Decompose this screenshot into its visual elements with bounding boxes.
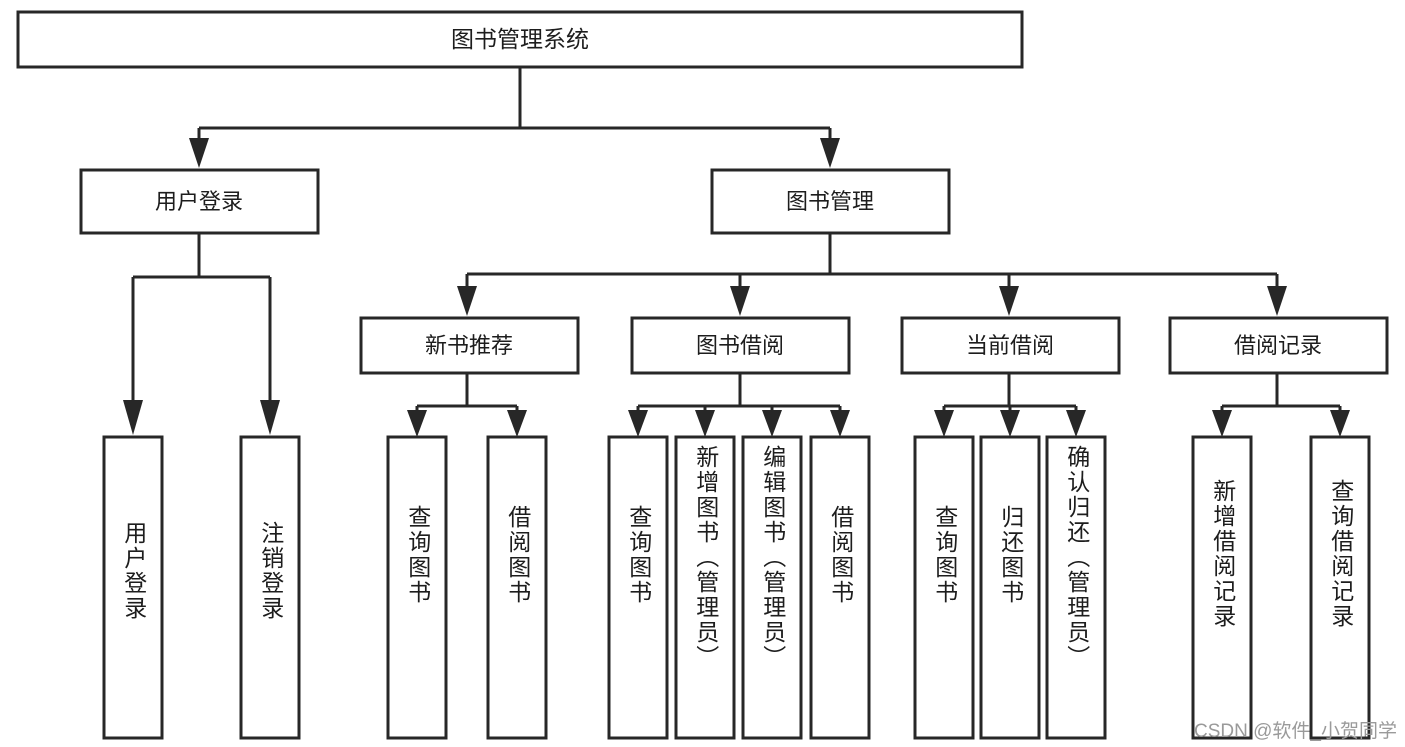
node-book-manage-box[interactable] (710, 168, 951, 235)
arrow-head-leaf-query-book-3 (934, 410, 954, 437)
arrow-head-leaf-query-book-2 (628, 410, 648, 437)
leaf-query-book-2-box[interactable] (607, 435, 669, 740)
leaf-confirm-return-box[interactable] (1045, 435, 1107, 740)
node-book-borrow-label: 图书借阅 (696, 333, 784, 358)
arrow-head-leaf-edit-book (762, 410, 782, 437)
node-book-manage[interactable]: 图书管理 (710, 168, 951, 235)
leaf-borrow-book-1-box[interactable] (486, 435, 548, 740)
arrow-head-borrow-record (1267, 286, 1287, 316)
arrow-head-leaf-user-logout (260, 400, 280, 435)
arrow-head-leaf-confirm-return (1066, 410, 1086, 437)
leaf-query-book-3-box[interactable] (913, 435, 975, 740)
node-user-login-box[interactable] (79, 168, 320, 235)
node-root-box[interactable] (16, 10, 1024, 69)
arrow-head-current-borrow (999, 286, 1019, 316)
node-current-borrow[interactable]: 当前借阅 (900, 316, 1121, 375)
leaf-query-record-box[interactable] (1309, 435, 1371, 740)
arrow-head-new-book-recommend (457, 286, 477, 316)
node-current-borrow-box[interactable] (900, 316, 1121, 375)
connector-group-book-borrow (628, 373, 850, 437)
leaf-return-book-box[interactable] (979, 435, 1041, 740)
leaf-query-book-1-box[interactable] (386, 435, 448, 740)
leaf-add-record-box[interactable] (1191, 435, 1253, 740)
node-new-book-recommend[interactable]: 新书推荐 (359, 316, 580, 375)
leaf-edit-book-box[interactable] (741, 435, 803, 740)
node-book-borrow-box[interactable] (630, 316, 851, 375)
leaf-borrow-book-2-box[interactable] (809, 435, 871, 740)
leaf-add-book-box[interactable] (674, 435, 736, 740)
node-new-book-recommend-box[interactable] (359, 316, 580, 375)
node-new-book-recommend-label: 新书推荐 (425, 333, 513, 358)
arrow-head-leaf-borrow-book-2 (830, 410, 850, 437)
node-borrow-record-box[interactable] (1168, 316, 1389, 375)
arrow-head-leaf-user-login (123, 400, 143, 435)
node-book-manage-label: 图书管理 (786, 189, 874, 214)
node-current-borrow-label: 当前借阅 (966, 333, 1054, 358)
arrow-head-user-login (189, 138, 209, 168)
node-root-label: 图书管理系统 (451, 26, 589, 52)
connector-group-new-book-recommend (407, 373, 527, 437)
arrow-head-leaf-query-book-1 (407, 410, 427, 437)
arrow-head-book-borrow (730, 286, 750, 316)
leaf-user-logout-box[interactable] (239, 435, 301, 740)
arrow-head-leaf-borrow-book-1 (507, 410, 527, 437)
arrow-head-book-manage (820, 138, 840, 168)
arrow-head-leaf-add-book (695, 410, 715, 437)
connector-group-borrow-record (1212, 373, 1350, 437)
connector-group-root (189, 67, 840, 168)
node-user-login-label: 用户登录 (155, 189, 243, 214)
connector-group-current-borrow (934, 373, 1086, 437)
node-book-borrow[interactable]: 图书借阅 (630, 316, 851, 375)
leaf-user-login-box[interactable] (102, 435, 164, 740)
node-borrow-record-label: 借阅记录 (1234, 333, 1322, 358)
connector-group-user-login (123, 233, 280, 435)
connector-group-book-manage (457, 233, 1287, 316)
node-user-login[interactable]: 用户登录 (79, 168, 320, 235)
node-borrow-record[interactable]: 借阅记录 (1168, 316, 1389, 375)
arrow-head-leaf-return-book (1000, 410, 1020, 437)
leaf-boxes (102, 435, 1371, 740)
arrow-head-leaf-add-record (1212, 410, 1232, 437)
arrow-head-leaf-query-record (1330, 410, 1350, 437)
node-root[interactable]: 图书管理系统 (16, 10, 1024, 69)
